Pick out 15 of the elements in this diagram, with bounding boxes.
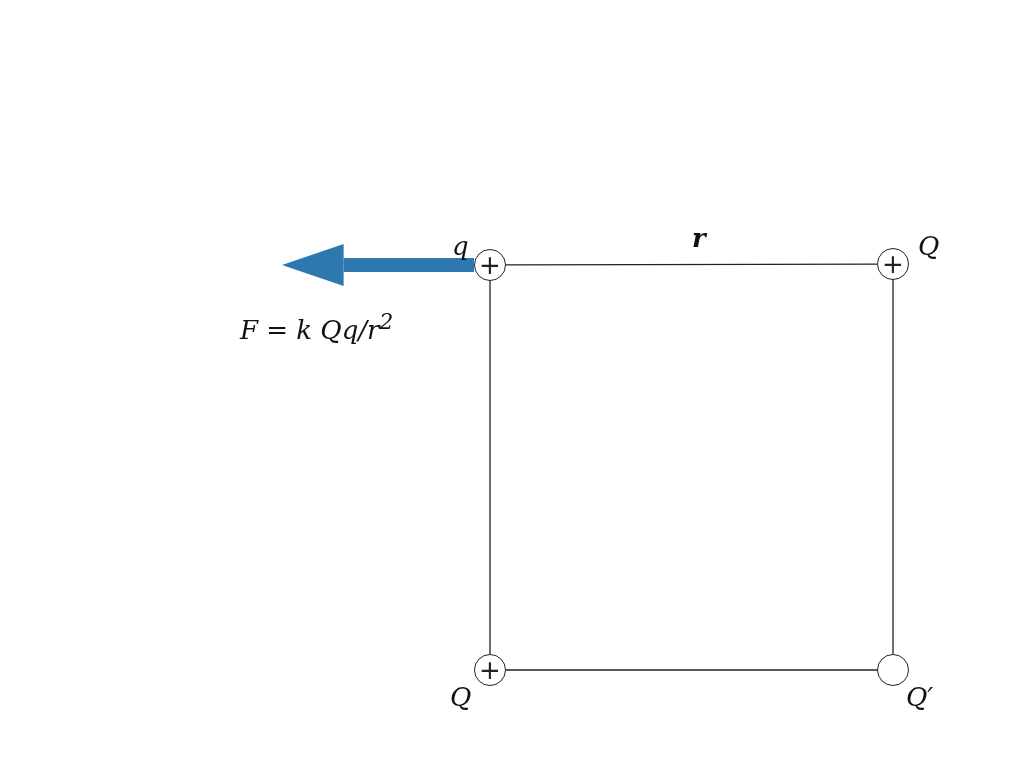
force-formula: F = k Qq/r$^{2}$ bbox=[240, 308, 394, 344]
distance-label: r bbox=[692, 224, 706, 252]
force-arrow bbox=[282, 244, 474, 286]
charge-label: Q bbox=[918, 232, 940, 260]
charge-circle bbox=[877, 654, 909, 686]
connecting-line bbox=[489, 280, 491, 655]
charge-sign: + bbox=[479, 252, 501, 278]
charge-sign: + bbox=[882, 251, 904, 277]
charge-sign: + bbox=[479, 657, 501, 683]
charge-label: q bbox=[452, 232, 469, 260]
connecting-line bbox=[505, 263, 878, 266]
charge-label: Q′ bbox=[906, 683, 934, 711]
charge-label: Q bbox=[450, 683, 472, 711]
connecting-line bbox=[892, 279, 894, 655]
connecting-line bbox=[505, 669, 878, 671]
